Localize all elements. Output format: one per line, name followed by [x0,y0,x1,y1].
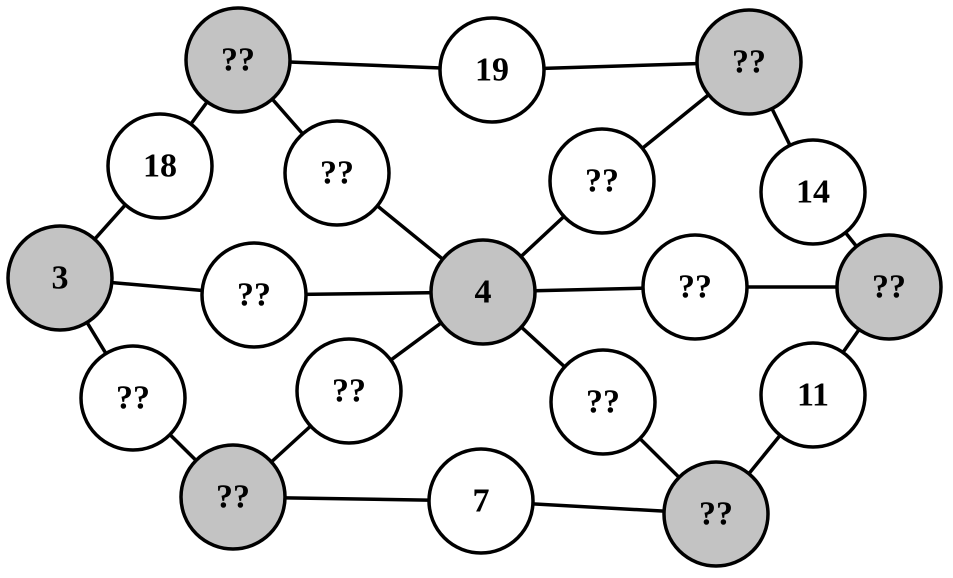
node-g-left: 3 [6,224,114,332]
node-label: ?? [216,479,250,516]
white-node-circle [283,119,391,227]
node-w-right-lower: 11 [759,341,867,449]
node-w-inner-upper-right: ?? [548,127,656,235]
node-g-center: 4 [429,238,537,346]
white-node-circle [438,16,546,124]
gray-node-circle [835,233,943,341]
node-w-mid-right: ?? [641,233,749,341]
node-label: ?? [116,380,150,417]
node-label: 18 [143,148,177,185]
node-label: ?? [699,496,733,533]
node-g-right: ?? [835,233,943,341]
node-w-bottom: 7 [427,447,535,555]
node-w-left-lower: ?? [79,344,187,452]
node-label: 3 [52,260,69,297]
white-node-circle [549,348,657,456]
node-label: 11 [797,377,829,414]
white-node-circle [641,233,749,341]
node-w-inner-lower-right: ?? [549,348,657,456]
white-node-circle [295,337,403,445]
node-label: 19 [475,52,509,89]
node-label: ?? [872,269,906,306]
node-w-right-upper: 14 [759,138,867,246]
white-node-circle [200,241,308,349]
node-w-left-upper: 18 [106,112,214,220]
node-w-top: 19 [438,16,546,124]
white-node-circle [759,138,867,246]
white-node-circle [548,127,656,235]
node-label: ?? [332,373,366,410]
node-g-bottom-right: ?? [662,460,770,568]
gray-node-circle [179,443,287,551]
node-label: ?? [221,42,255,79]
white-node-circle [106,112,214,220]
white-node-circle [79,344,187,452]
node-layer: ???? 3 4?????? 19 18???? 14?????????? 11 7 [6,6,943,568]
node-label: ?? [585,163,619,200]
white-node-circle [427,447,535,555]
gray-node-circle [662,460,770,568]
node-label: 4 [475,274,492,311]
node-label: ?? [678,269,712,306]
node-g-top-left: ?? [184,6,292,114]
node-g-top-right: ?? [695,8,803,116]
gray-node-circle [695,8,803,116]
gray-node-circle [184,6,292,114]
node-label: ?? [320,155,354,192]
gray-node-circle [6,224,114,332]
gray-node-circle [429,238,537,346]
node-w-mid-left: ?? [200,241,308,349]
node-label: ?? [732,44,766,81]
white-node-circle [759,341,867,449]
node-label: ?? [237,277,271,314]
node-label: 14 [796,174,830,211]
node-g-bottom-left: ?? [179,443,287,551]
node-label: ?? [586,384,620,421]
node-w-inner-upper-left: ?? [283,119,391,227]
node-label: 7 [473,483,490,520]
node-w-inner-lower-left: ?? [295,337,403,445]
